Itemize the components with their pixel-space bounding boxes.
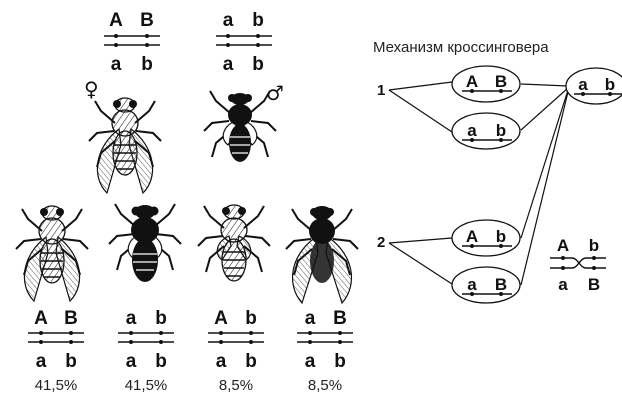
allele: a: [467, 121, 477, 140]
allele: B: [64, 308, 78, 329]
allele: A: [109, 10, 123, 31]
allele: b: [605, 75, 615, 94]
allele: b: [141, 54, 153, 75]
connector-lines: [388, 81, 569, 286]
allele: b: [155, 308, 167, 329]
allele: a: [126, 308, 137, 329]
fly-offspring-grey-long-wings: [15, 205, 89, 303]
gamete-male-ab: a b: [565, 67, 622, 105]
allele: b: [496, 227, 506, 246]
parent-female-genotype: A B a b: [104, 10, 160, 75]
allele: a: [467, 275, 477, 294]
allele: B: [495, 275, 507, 294]
gamete-1-AB: A B: [451, 65, 521, 103]
gamete-2-aB: a B: [451, 266, 521, 304]
allele: b: [245, 351, 257, 372]
allele: b: [496, 121, 506, 140]
allele: a: [223, 54, 234, 75]
offspring-genotype-4: a B a b 8,5%: [297, 308, 353, 394]
allele: A: [466, 72, 478, 91]
allele: a: [305, 351, 316, 372]
male-symbol: ♂: [266, 81, 284, 105]
fly-male-black-short-wings: [203, 90, 277, 162]
allele: b: [245, 308, 257, 329]
allele: A: [466, 227, 478, 246]
allele: b: [252, 54, 264, 75]
allele: B: [333, 308, 347, 329]
allele: A: [34, 308, 48, 329]
fly-offspring-black-short-wings: [108, 203, 182, 282]
allele: a: [558, 275, 568, 294]
allele: b: [589, 236, 599, 255]
offspring-percentage: 8,5%: [219, 377, 253, 394]
allele: B: [588, 275, 600, 294]
allele: A: [214, 308, 228, 329]
mechanism-title: Механизм кроссинговера: [373, 39, 549, 56]
gamete-1-ab: a b: [451, 112, 521, 150]
fly-offspring-black-long-wings: [285, 206, 359, 305]
fly-female-grey-long-wings: [88, 97, 162, 195]
allele: a: [223, 10, 234, 31]
female-symbol: ♀: [84, 77, 99, 101]
allele: a: [126, 351, 137, 372]
allele: A: [557, 236, 569, 255]
allele: B: [495, 72, 507, 91]
parent-male-genotype: a b a b: [216, 10, 272, 75]
crossover-schematic: A b a B: [550, 236, 606, 294]
allele: a: [36, 351, 47, 372]
allele: a: [305, 308, 316, 329]
offspring-percentage: 41,5%: [35, 377, 78, 394]
offspring-percentage: 8,5%: [308, 377, 342, 394]
mechanism-label-1: 1: [377, 82, 385, 99]
allele: b: [155, 351, 167, 372]
allele: a: [111, 54, 122, 75]
allele: B: [140, 10, 154, 31]
allele: b: [65, 351, 77, 372]
mechanism-label-2: 2: [377, 234, 385, 251]
offspring-genotype-1: A B a b 41,5%: [28, 308, 84, 394]
offspring-percentage: 41,5%: [125, 377, 168, 394]
allele: b: [334, 351, 346, 372]
offspring-genotype-3: A b a b 8,5%: [208, 308, 264, 394]
allele: b: [252, 10, 264, 31]
fly-offspring-grey-short-wings: [197, 204, 271, 282]
gamete-2-Ab: A b: [451, 219, 521, 257]
allele: a: [578, 75, 588, 94]
allele: a: [216, 351, 227, 372]
offspring-genotype-2: a b a b 41,5%: [118, 308, 174, 394]
